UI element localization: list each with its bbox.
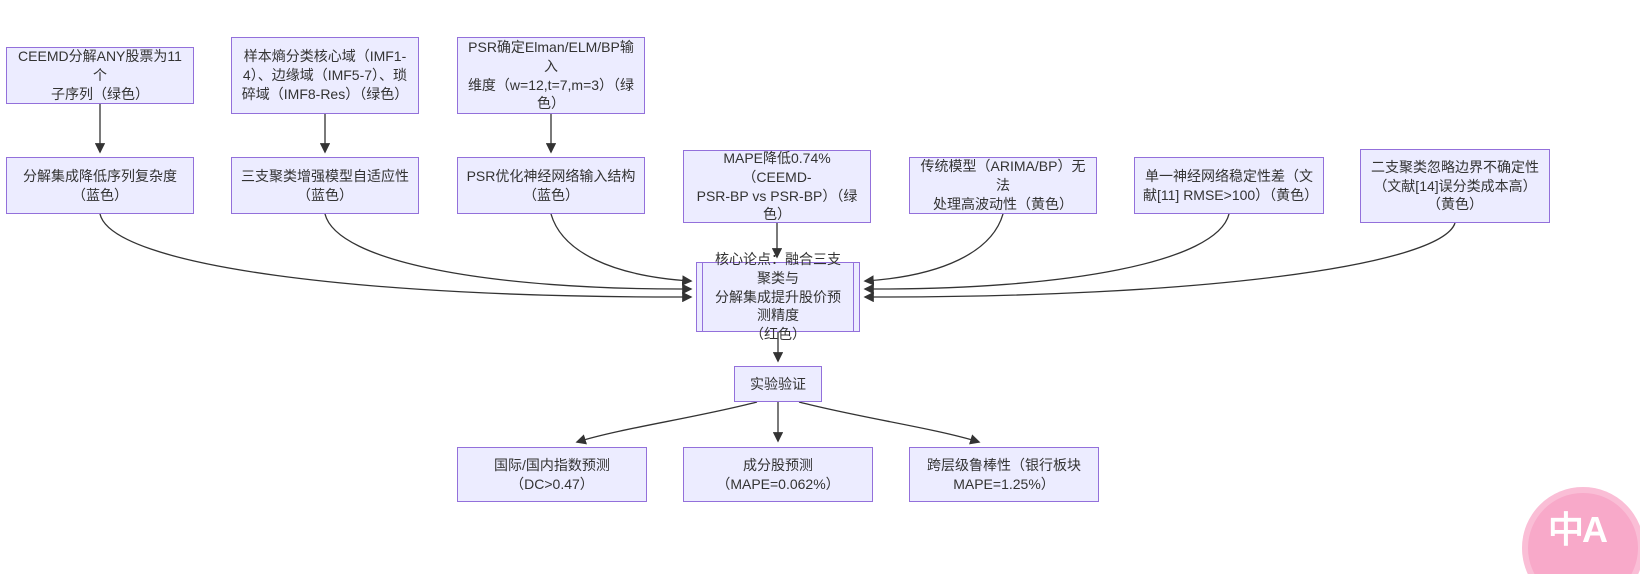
node-decomposition-complexity: 分解集成降低序列复杂度 （蓝色）: [6, 157, 194, 214]
node-experiment-validation: 实验验证: [734, 366, 822, 402]
node-three-way-clustering: 三支聚类增强模型自适应性 （蓝色）: [231, 157, 419, 214]
edge-psrstructure-to-core: [550, 213, 693, 286]
edge-traditional-to-core: [863, 213, 1004, 286]
node-psr-input-dimension: PSR确定Elman/ELM/BP输入 维度（w=12,t=7,m=3）（绿 色…: [457, 37, 645, 114]
edge-experiment-to-index: [575, 401, 758, 445]
node-two-way-clustering-limit: 二支聚类忽略边界不确定性 （文献[14]误分类成本高） （黄色）: [1360, 149, 1550, 223]
edge-decomposition-to-core: [99, 213, 693, 303]
node-cross-level-robustness: 跨层级鲁棒性（银行板块 MAPE=1.25%）: [909, 447, 1099, 502]
node-psr-input-structure: PSR优化神经网络输入结构 （蓝色）: [457, 157, 645, 214]
edge-threeway-to-core: [324, 213, 693, 295]
node-mape-reduction: MAPE降低0.74%（CEEMD- PSR-BP vs PSR-BP）（绿 色…: [683, 150, 871, 223]
node-core-thesis: 核心论点：融合三支聚类与 分解集成提升股价预测精度 （红色）: [696, 251, 860, 342]
edge-experiment-to-robustness: [798, 401, 981, 445]
translate-icon: 中A: [1548, 509, 1608, 550]
edge-singlenn-to-core: [863, 213, 1230, 295]
translate-float-button[interactable]: 中A: [1522, 487, 1640, 574]
node-sample-entropy: 样本熵分类核心域（IMF1- 4）、边缘域（IMF5-7）、琐 碎域（IMF8-…: [231, 37, 419, 114]
node-index-forecast: 国际/国内指数预测 （DC>0.47）: [457, 447, 647, 502]
node-ceemd-decompose: CEEMD分解ANY股票为11个 子序列（绿色）: [6, 47, 194, 104]
edge-twoway-to-core: [863, 222, 1456, 303]
node-component-stock-forecast: 成分股预测 （MAPE=0.062%）: [683, 447, 873, 502]
node-traditional-model-limit: 传统模型（ARIMA/BP）无法 处理高波动性（黄色）: [909, 157, 1097, 214]
node-single-nn-instability: 单一神经网络稳定性差（文 献[11] RMSE>100）（黄色）: [1134, 157, 1324, 214]
